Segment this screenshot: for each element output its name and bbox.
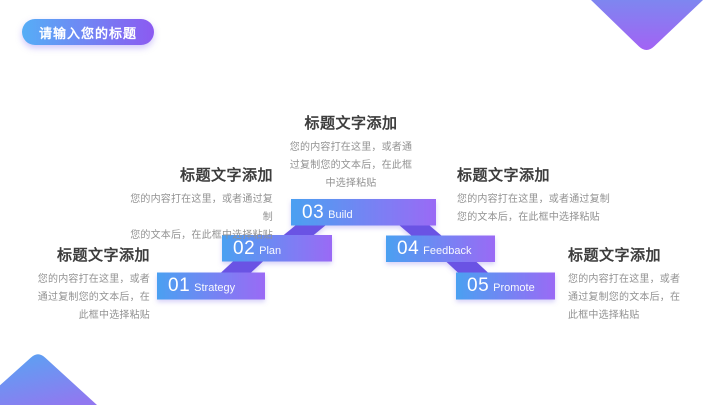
step-label-5[interactable]: 05 Promote	[456, 272, 555, 299]
step-number: 03	[302, 202, 325, 223]
ribbon-fold-3-4	[399, 225, 443, 237]
text-block-body: 您的内容打在这里，或者 通过复制您的文本后，在 此框中选择粘贴	[37, 274, 150, 321]
title-badge-label: 请输入您的标题	[39, 25, 138, 41]
step-name: Promote	[493, 282, 535, 294]
ribbon-fold-2-3	[282, 225, 326, 236]
step-bar-2[interactable]	[222, 235, 332, 262]
text-block-body: 您的内容打在这里，或者通 过复制您的文本后，在此框 中选择粘贴	[289, 142, 413, 189]
step-bar-1[interactable]	[157, 272, 265, 300]
text-block-3[interactable]: 标题文字添加 您的内容打在这里，或者通 过复制您的文本后，在此框 中选择粘贴	[273, 112, 429, 193]
text-block-5[interactable]: 标题文字添加 您的内容打在这里，或者 通过复制您的文本后，在 此框中选择粘贴	[568, 244, 698, 325]
ribbon-fold-4-5	[446, 261, 490, 274]
title-badge[interactable]: 请输入您的标题	[22, 19, 155, 45]
text-block-body: 您的内容打在这里，或者 通过复制您的文本后，在 此框中选择粘贴	[568, 274, 681, 321]
step-bar-5[interactable]	[456, 272, 555, 300]
text-block-title: 标题文字添加	[568, 247, 662, 264]
text-block-title: 标题文字添加	[457, 167, 551, 184]
corner-triangle-bottom-left	[0, 354, 97, 405]
step-name: Strategy	[194, 282, 236, 294]
step-label-1[interactable]: 01 Strategy	[157, 272, 265, 299]
step-bar-4[interactable]	[386, 235, 495, 263]
step-number: 02	[233, 238, 256, 259]
text-block-4[interactable]: 标题文字添加 您的内容打在这里，或者通过复制 您的文本后，在此框中选择粘贴	[457, 164, 617, 227]
text-block-body: 您的内容打在这里，或者通过复制 您的文本后，在此框中选择粘贴	[130, 194, 273, 241]
step-name: Feedback	[423, 245, 472, 257]
step-name: Build	[328, 209, 353, 221]
corner-triangle-top-right	[591, 0, 703, 50]
text-block-title: 标题文字添加	[304, 115, 398, 132]
step-label-3[interactable]: 03 Build	[291, 199, 436, 225]
text-block-title: 标题文字添加	[179, 167, 273, 184]
ribbon-fold-1-2	[219, 261, 264, 274]
text-block-1[interactable]: 标题文字添加 您的内容打在这里，或者 通过复制您的文本后，在 此框中选择粘贴	[30, 244, 150, 325]
step-number: 05	[467, 275, 490, 296]
step-name: Plan	[259, 245, 282, 257]
step-number: 04	[397, 238, 420, 259]
text-block-title: 标题文字添加	[56, 247, 150, 264]
step-number: 01	[168, 275, 191, 296]
step-bar-3[interactable]	[291, 199, 436, 226]
text-block-2[interactable]: 标题文字添加 您的内容打在这里，或者通过复制 您的文本后，在此框中选择粘贴	[123, 164, 273, 245]
step-label-2[interactable]: 02 Plan	[222, 235, 332, 261]
text-block-body: 您的内容打在这里，或者通过复制 您的文本后，在此框中选择粘贴	[457, 194, 610, 223]
step-label-4[interactable]: 04 Feedback	[386, 235, 495, 261]
staircase-ribbon	[157, 199, 555, 300]
